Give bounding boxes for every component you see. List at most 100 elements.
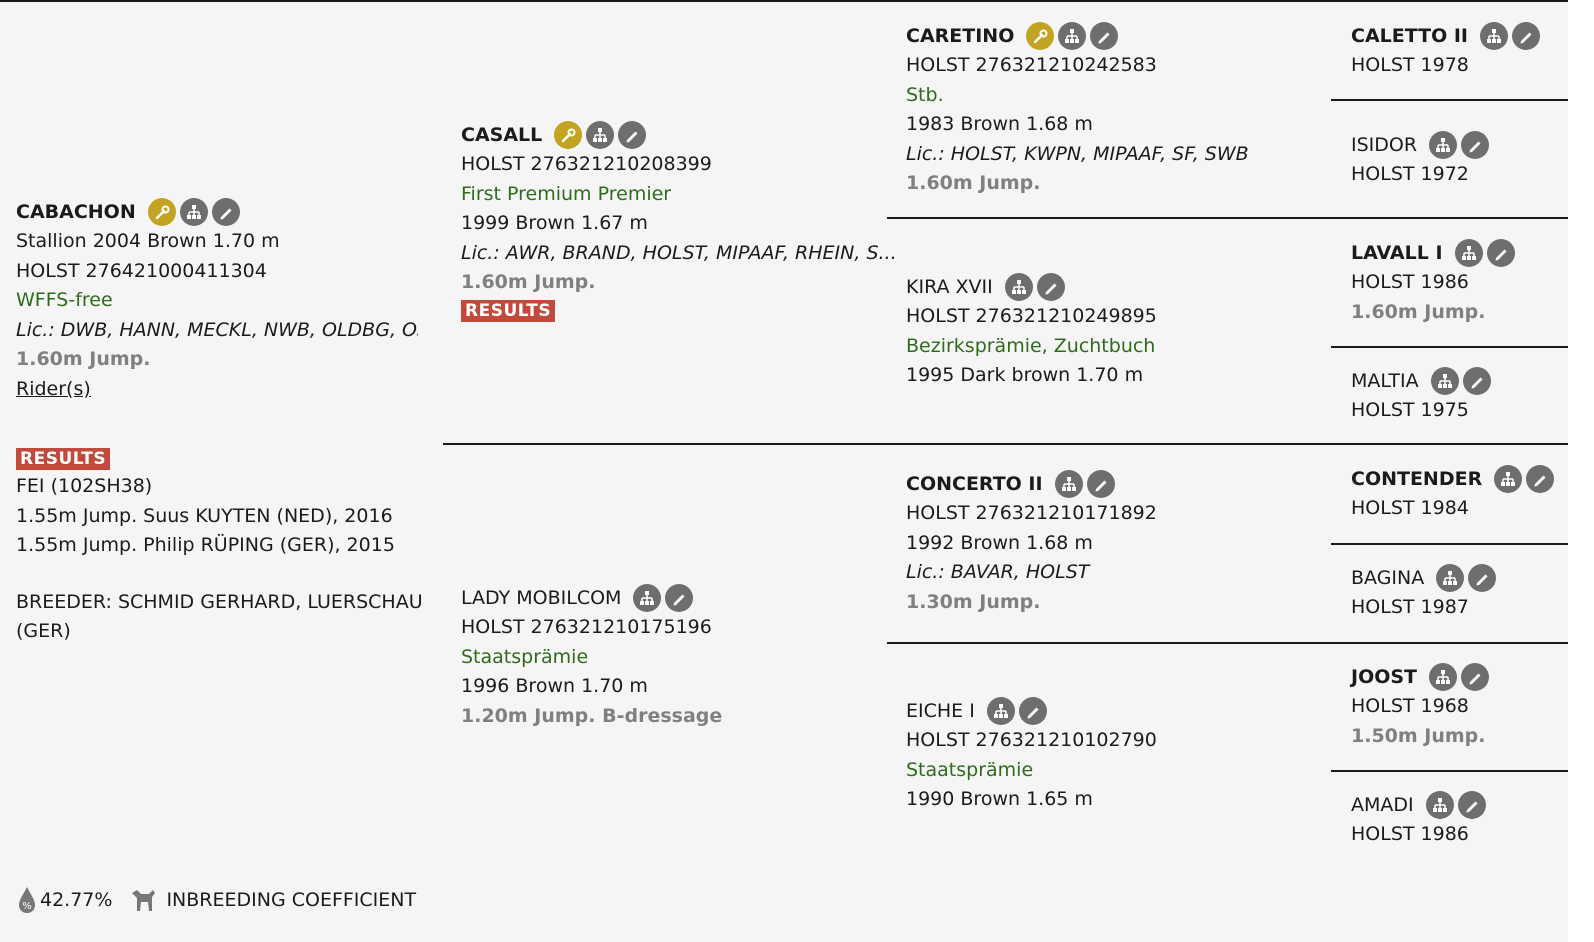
gen4-registration: HOLST 1986	[1351, 823, 1469, 845]
edit-pencil-icon[interactable]	[618, 121, 647, 149]
dam-sire-performance: 1.30m Jump.	[906, 590, 1041, 613]
top-divider	[0, 0, 1568, 2]
gen4-cell: JOOST HOLST 1968 1.50m Jump.	[1351, 662, 1566, 751]
gen4-registration: HOLST 1984	[1351, 497, 1469, 519]
dam-details: 1996 Brown 1.70 m	[461, 675, 648, 698]
subject-name[interactable]: CABACHON	[16, 201, 136, 223]
results-badge[interactable]: RESULTS	[16, 448, 111, 470]
gen4-registration: HOLST 1978	[1351, 54, 1469, 76]
edit-pencil-icon[interactable]	[1526, 465, 1555, 493]
sire-dam-note: Bezirksprämie, Zuchtbuch	[906, 334, 1156, 357]
gen4-name[interactable]: ISIDOR	[1351, 134, 1418, 156]
edit-pencil-icon[interactable]	[1036, 273, 1065, 301]
edit-pencil-icon[interactable]	[1468, 564, 1497, 592]
sire-dam-registration: HOLST 276321210249895	[906, 305, 1157, 327]
edit-pencil-icon[interactable]	[1486, 239, 1515, 267]
gen4-registration: HOLST 1975	[1351, 399, 1469, 421]
gen4-name[interactable]: MALTIA	[1351, 370, 1419, 392]
gen4-registration: HOLST 1986	[1351, 271, 1469, 293]
result-line: 1.55m Jump. Philip RÜPING (GER), 2015	[16, 534, 395, 557]
dam-dam-name[interactable]: EICHE I	[906, 700, 975, 722]
gen4-cell: ISIDOR HOLST 1972	[1351, 130, 1566, 190]
sire-sire-name[interactable]: CARETINO	[906, 25, 1015, 47]
pedigree-tree-icon[interactable]	[1480, 22, 1508, 50]
sire-sire-note: Stb.	[906, 83, 944, 106]
svg-text:%: %	[22, 901, 32, 912]
dam-dam-cell: EICHE I HOLST 276321210102790 Staatspräm…	[906, 696, 1306, 815]
sire-registration: HOLST 276321210208399	[461, 153, 712, 175]
edit-pencil-icon[interactable]	[1512, 22, 1540, 50]
dam-dam-details: 1990 Brown 1.65 m	[906, 788, 1093, 811]
subject-registration: HOLST 276421000411304	[16, 259, 267, 282]
edit-pencil-icon[interactable]	[1462, 367, 1491, 395]
pedigree-tree-icon[interactable]	[1425, 791, 1454, 819]
gen4-name[interactable]: JOOST	[1351, 666, 1418, 688]
dam-note: Staatsprämie	[461, 645, 589, 668]
gen4-name[interactable]: AMADI	[1351, 794, 1414, 816]
sire-dam-name[interactable]: KIRA XVII	[906, 276, 993, 298]
edit-pencil-icon[interactable]	[1086, 470, 1115, 498]
pedigree-tree-icon[interactable]	[1429, 131, 1458, 159]
sire-dam-cell: KIRA XVII HOLST 276321210249895 Bezirksp…	[906, 272, 1306, 391]
dam-sire-cell: CONCERTO II HOLST 276321210171892 1992 B…	[906, 469, 1306, 617]
pedigree-tree-icon[interactable]	[1429, 663, 1458, 691]
sire-key-icon[interactable]	[554, 121, 583, 149]
edit-pencil-icon[interactable]	[1461, 663, 1490, 691]
dam-sire-name[interactable]: CONCERTO II	[906, 473, 1043, 495]
dam-dam-registration: HOLST 276321210102790	[906, 729, 1157, 751]
edit-pencil-icon[interactable]	[1018, 697, 1047, 725]
edit-pencil-icon[interactable]	[1461, 131, 1490, 159]
pedigree-tree-icon[interactable]	[1004, 273, 1033, 301]
sire-dam-details: 1995 Dark brown 1.70 m	[906, 364, 1144, 387]
pedigree-tree-icon[interactable]	[1054, 470, 1083, 498]
gen4-registration: HOLST 1987	[1351, 596, 1469, 618]
gen4-name[interactable]: LAVALL I	[1351, 242, 1443, 264]
dam-registration: HOLST 276321210175196	[461, 616, 712, 638]
divider-gen4-4	[1331, 770, 1568, 772]
edit-pencil-icon[interactable]	[1457, 791, 1486, 819]
gen4-name[interactable]: CONTENDER	[1351, 468, 1483, 490]
pedigree-tree-icon[interactable]	[1430, 367, 1459, 395]
dam-name[interactable]: LADY MOBILCOM	[461, 587, 622, 609]
gen4-name[interactable]: CALETTO II	[1351, 25, 1468, 47]
gen4-performance: 1.50m Jump.	[1351, 724, 1486, 747]
fei-id: FEI (102SH38)	[16, 475, 153, 497]
subject-results: RESULTS FEI (102SH38) 1.55m Jump. Suus K…	[16, 448, 426, 647]
gen4-name[interactable]: BAGINA	[1351, 567, 1425, 589]
pedigree-tree-icon[interactable]	[986, 697, 1015, 725]
dam-sire-details: 1992 Brown 1.68 m	[906, 531, 1093, 554]
edit-pencil-icon[interactable]	[211, 198, 240, 226]
sire-name[interactable]: CASALL	[461, 124, 543, 146]
subject-icons	[147, 198, 244, 226]
subject-cell: CABACHON Stallion 2004 Brown 1.70 m HOLS…	[16, 197, 418, 405]
gen4-cell: LAVALL I HOLST 1986 1.60m Jump.	[1351, 238, 1566, 327]
pedigree-tree-icon[interactable]	[1436, 564, 1465, 592]
pedigree-tree-icon[interactable]	[586, 121, 615, 149]
dam-performance: 1.20m Jump. B-dressage	[461, 704, 723, 727]
pedigree-tree-icon[interactable]	[1454, 239, 1483, 267]
results-badge[interactable]: RESULTS	[461, 299, 556, 322]
sire-key-icon[interactable]	[147, 198, 176, 226]
divider-gen3-lower	[887, 642, 1568, 644]
sire-sire-cell: CARETINO HOLST 276321210242583 Stb. 1983…	[906, 21, 1306, 199]
gen4-cell: CONTENDER HOLST 1984	[1351, 464, 1566, 524]
dam-cell: LADY MOBILCOM HOLST 276321210175196 Staa…	[461, 583, 861, 731]
sire-key-icon[interactable]	[1026, 22, 1055, 50]
gen4-cell: CALETTO II HOLST 1978	[1351, 21, 1566, 81]
sire-performance: 1.60m Jump.	[461, 271, 596, 294]
pedigree-tree-icon[interactable]	[633, 584, 662, 612]
dam-sire-registration: HOLST 276321210171892	[906, 502, 1157, 524]
divider-sire-dam	[443, 443, 1568, 445]
subject-performance: 1.60m Jump.	[16, 348, 151, 371]
dam-sire-licenses: Lic.: BAVAR, HOLST	[906, 561, 1090, 584]
pedigree-tree-icon[interactable]	[179, 198, 208, 226]
gen4-registration: HOLST 1972	[1351, 163, 1469, 185]
inbreeding-label[interactable]: INBREEDING COEFFICIENT	[166, 889, 417, 911]
edit-pencil-icon[interactable]	[1090, 22, 1119, 50]
riders-link[interactable]: Rider(s)	[16, 377, 91, 400]
pedigree-tree-icon[interactable]	[1058, 22, 1087, 50]
sire-details: 1999 Brown 1.67 m	[461, 212, 648, 235]
pedigree-tree-icon[interactable]	[1494, 465, 1523, 493]
subject-details: Stallion 2004 Brown 1.70 m	[16, 230, 280, 252]
edit-pencil-icon[interactable]	[665, 584, 694, 612]
